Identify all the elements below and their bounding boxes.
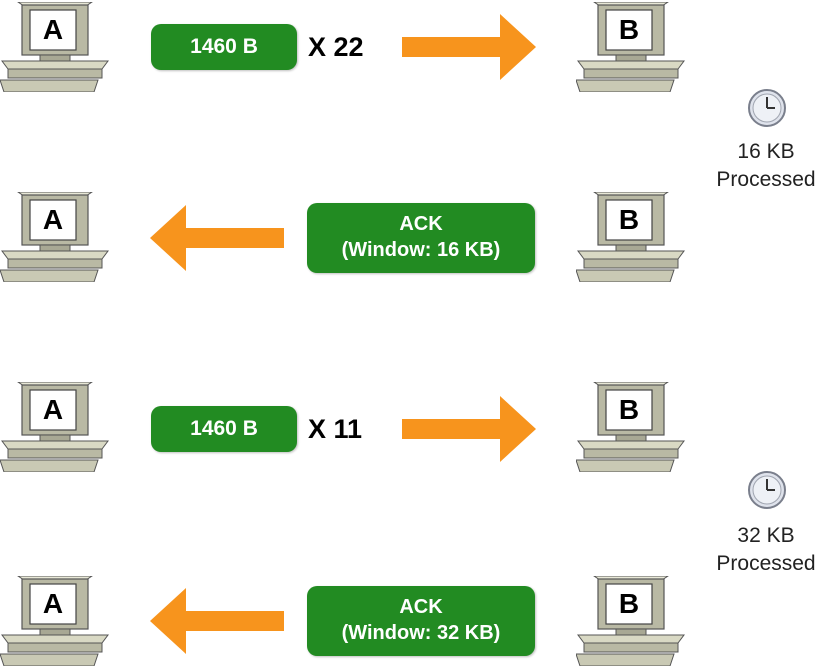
- arrow-right-icon: [402, 14, 536, 80]
- computer-label: B: [618, 14, 640, 45]
- computer-icon: [0, 382, 109, 472]
- computer-a-row1: A: [0, 2, 110, 92]
- packet-size-label: 1460 B: [190, 417, 258, 440]
- computer-label: A: [42, 204, 64, 235]
- packet-size-pill: 1460 B: [151, 24, 297, 70]
- ack-pill: ACK (Window: 16 KB): [307, 203, 535, 273]
- computer-icon: [576, 576, 685, 666]
- processed-note-2: 32 KB Processed: [696, 522, 828, 578]
- computer-b-row1: B: [576, 2, 686, 92]
- computer-icon: [0, 576, 109, 666]
- arrow-left-icon: [150, 205, 284, 271]
- computer-a-row3: A: [0, 382, 110, 472]
- packet-size-pill: 1460 B: [151, 406, 297, 452]
- ack-window: (Window: 32 KB): [341, 622, 501, 644]
- ack-pill: ACK (Window: 32 KB): [307, 586, 535, 656]
- arrow-right-icon: [402, 396, 536, 462]
- computer-b-row3: B: [576, 382, 686, 472]
- computer-icon: [0, 192, 109, 282]
- processed-amount: 32 KB: [737, 524, 795, 547]
- processed-label: Processed: [716, 168, 816, 191]
- computer-label: A: [42, 394, 64, 425]
- packet-multiplier: X 11: [308, 414, 363, 444]
- computer-b-row4: B: [576, 576, 686, 666]
- clock-icon: [748, 471, 786, 509]
- packet-multiplier: X 22: [308, 32, 364, 62]
- packet-size-label: 1460 B: [190, 35, 258, 58]
- processed-label: Processed: [716, 552, 816, 575]
- computer-icon: [0, 2, 109, 92]
- computer-a-row4: A: [0, 576, 110, 666]
- computer-label: A: [42, 14, 64, 45]
- processed-note-1: 16 KB Processed: [696, 138, 828, 194]
- computer-label: B: [618, 588, 640, 619]
- processed-amount: 16 KB: [737, 140, 795, 163]
- computer-label: B: [618, 204, 640, 235]
- computer-b-row2: B: [576, 192, 686, 282]
- computer-icon: [576, 192, 685, 282]
- arrow-left-icon: [150, 588, 284, 654]
- computer-label: A: [42, 588, 64, 619]
- computer-a-row2: A: [0, 192, 110, 282]
- ack-label: ACK: [399, 213, 443, 235]
- ack-label: ACK: [399, 596, 443, 618]
- computer-icon: [576, 382, 685, 472]
- computer-label: B: [618, 394, 640, 425]
- clock-icon: [748, 89, 786, 127]
- ack-window: (Window: 16 KB): [341, 239, 501, 261]
- computer-icon: [576, 2, 685, 92]
